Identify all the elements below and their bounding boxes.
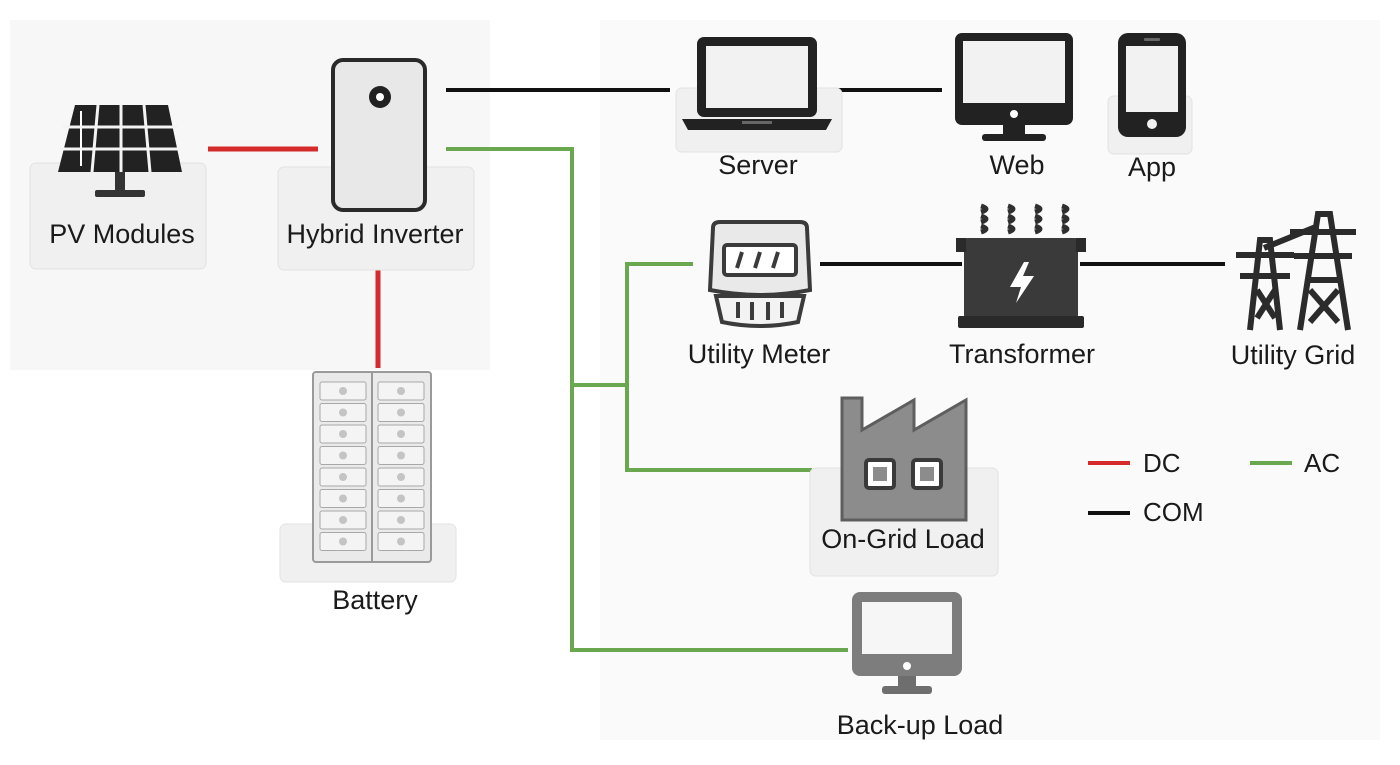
app-label: App (1127, 152, 1177, 182)
battery-module-button (397, 516, 405, 524)
legend-ac-swatch (1250, 461, 1292, 465)
on-grid-load-label: On-Grid Load (821, 524, 985, 554)
smartphone-icon (1118, 33, 1186, 137)
monitor-icon (955, 33, 1073, 141)
display-icon (852, 592, 962, 694)
battery-module-button (339, 408, 347, 417)
pv-modules-label: PV Modules (49, 219, 195, 249)
dc-wires (208, 146, 381, 368)
com-wires (446, 88, 1225, 266)
power-pylon-icon (1236, 211, 1356, 331)
factory-icon (840, 396, 968, 522)
laptop-icon (682, 37, 832, 130)
legend-com-swatch (1088, 511, 1130, 515)
battery-module-button (339, 537, 347, 546)
battery-module-button (339, 473, 347, 481)
battery-module-button (339, 516, 347, 524)
transformer-icon (956, 203, 1086, 328)
hybrid-inverter-label: Hybrid Inverter (286, 219, 464, 249)
battery-module-button (397, 430, 405, 438)
web-label: Web (989, 150, 1045, 180)
legend-ac-label: AC (1304, 448, 1341, 478)
legend-dc-swatch (1088, 461, 1130, 465)
battery-label: Battery (332, 585, 418, 615)
battery-module-button (339, 430, 347, 438)
inverter-icon (331, 58, 427, 212)
battery-module-button (397, 494, 405, 503)
transformer-label: Transformer (948, 339, 1096, 369)
battery-module-button (397, 387, 405, 395)
battery-rack-icon (312, 371, 432, 563)
battery-module-button (397, 451, 405, 460)
backup-load-label: Back-up Load (836, 710, 1004, 740)
ac-wires (446, 147, 848, 652)
utility-grid-label: Utility Grid (1230, 340, 1356, 370)
battery-module-button (397, 408, 405, 417)
utility-meter-label: Utility Meter (687, 339, 831, 369)
server-label: Server (718, 150, 798, 180)
meter-icon (707, 220, 813, 328)
legend-dc-label: DC (1143, 448, 1181, 478)
legend-com-label: COM (1143, 497, 1204, 527)
battery-module-button (339, 387, 347, 395)
solar-panel-icon (58, 104, 182, 197)
battery-module-button (397, 537, 405, 546)
battery-module-button (339, 494, 347, 503)
battery-module-button (397, 473, 405, 481)
battery-module-button (339, 451, 347, 460)
